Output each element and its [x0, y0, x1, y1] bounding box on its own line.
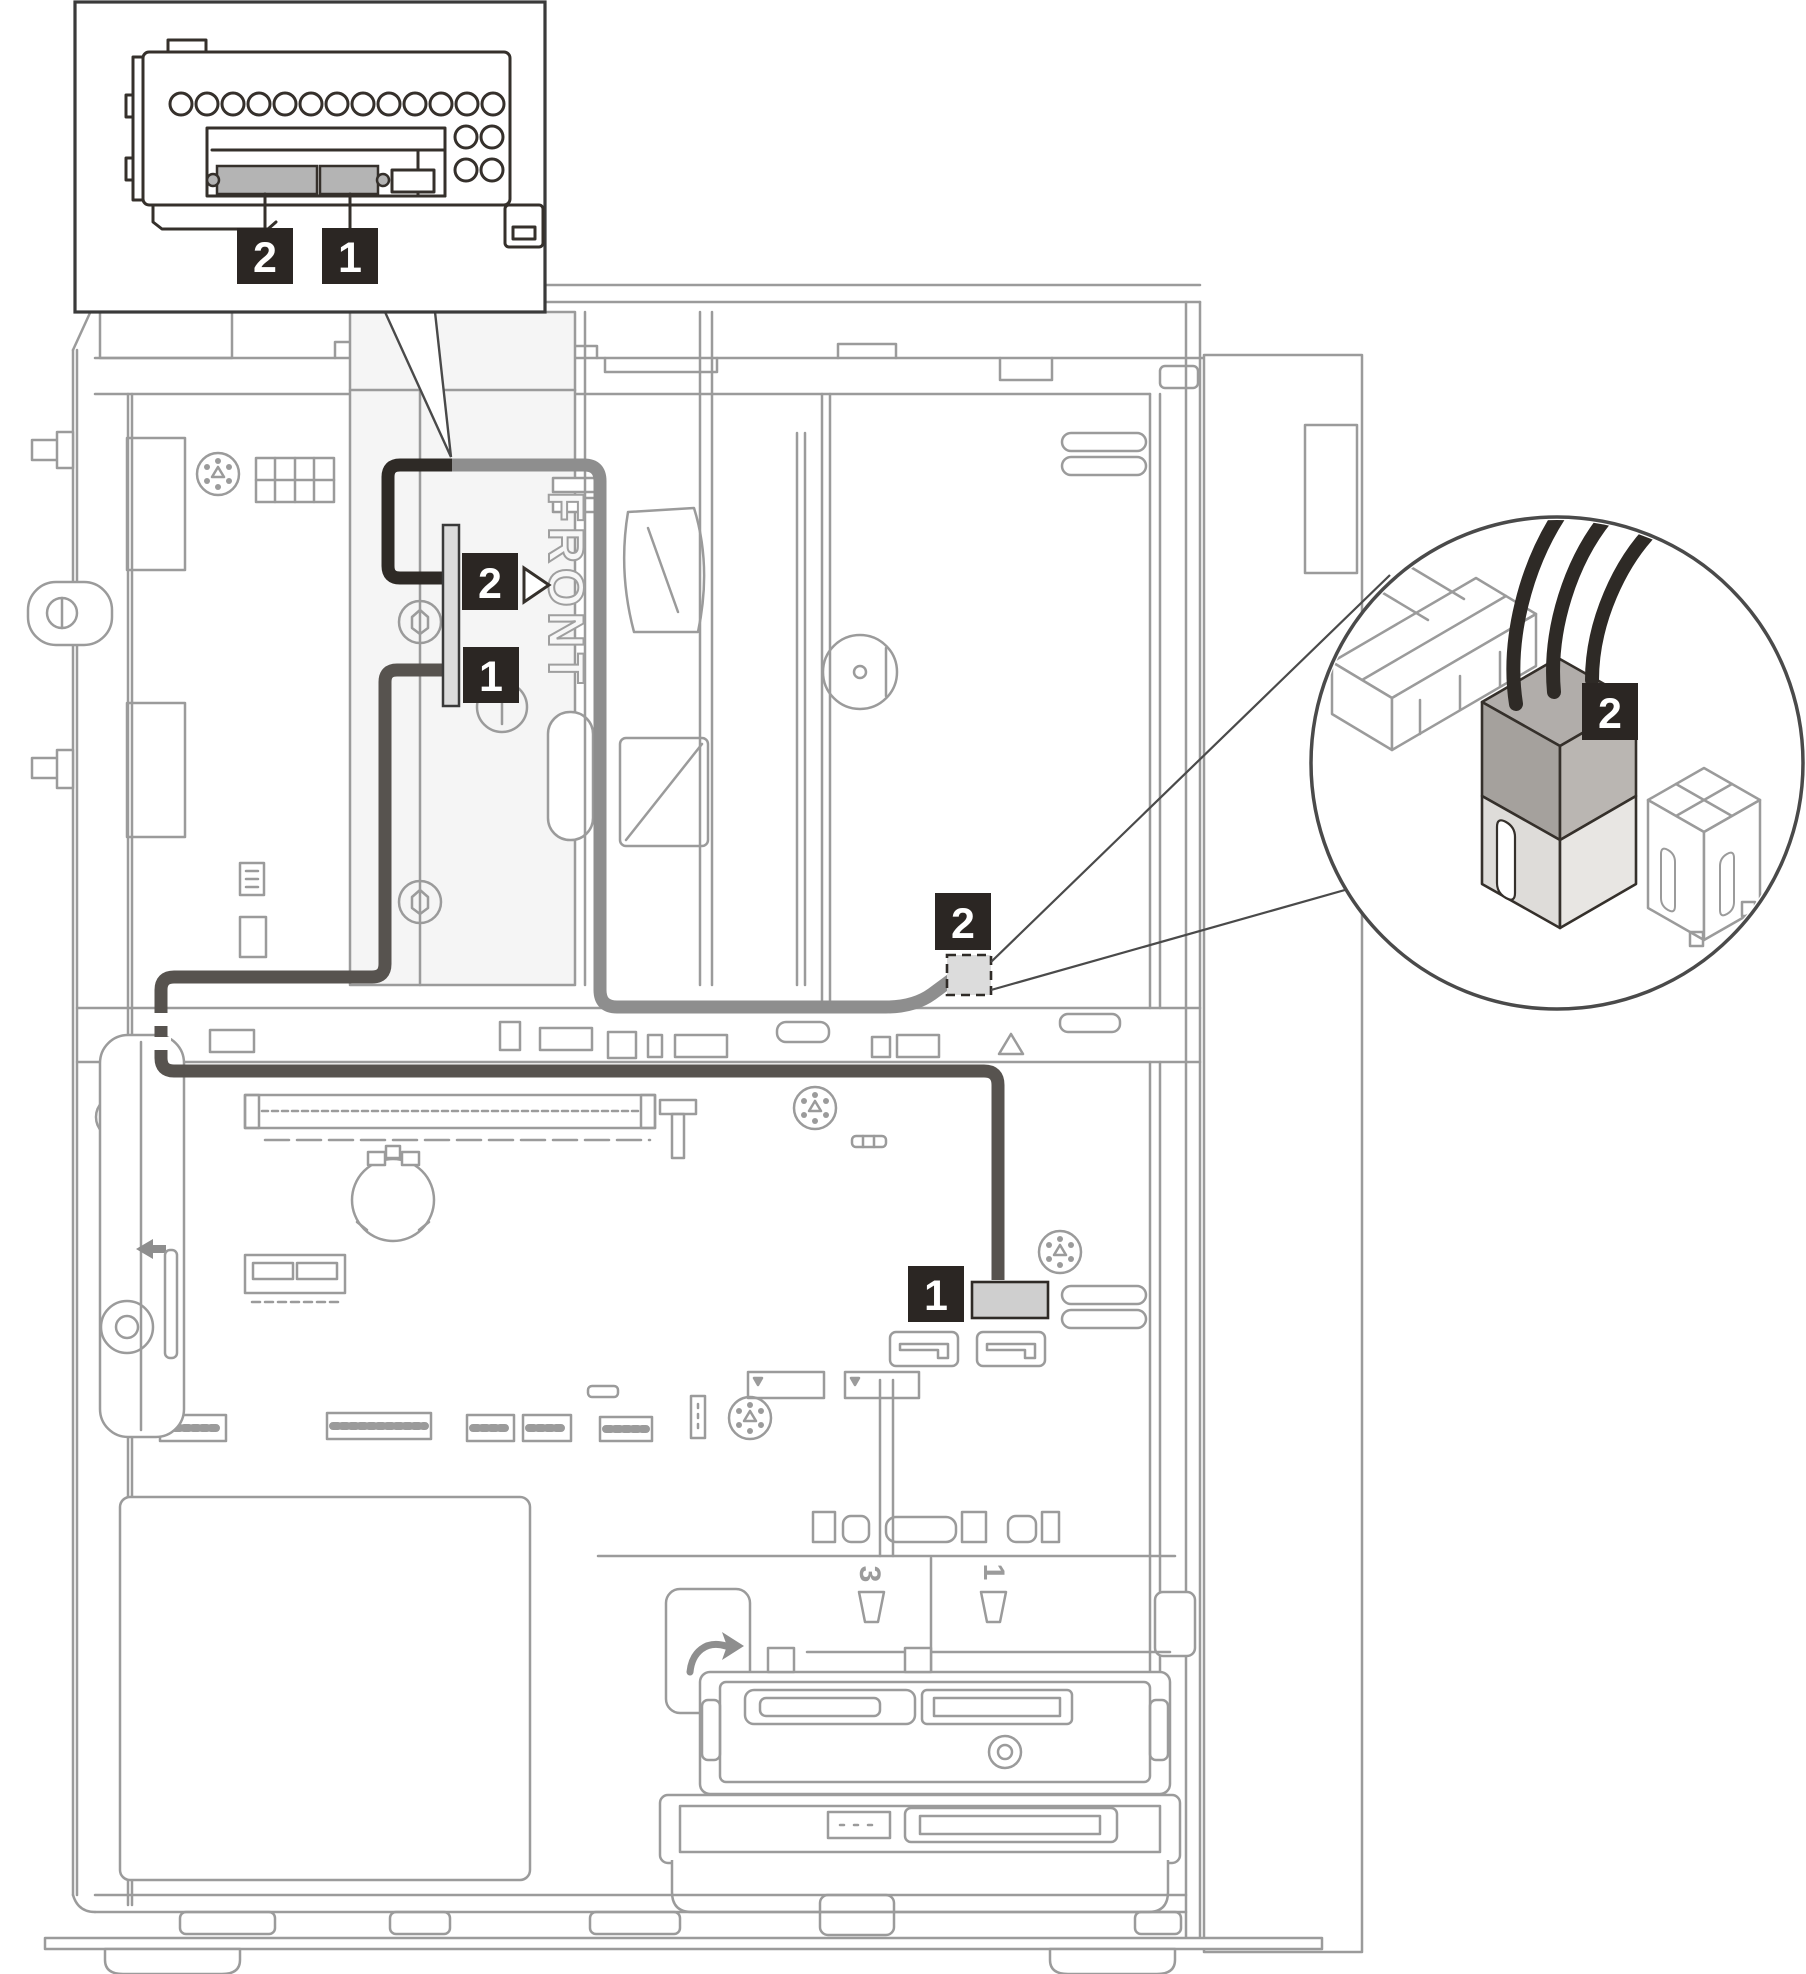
odd-jumper-block-rear	[390, 168, 436, 194]
chassis-foot	[1048, 1947, 1177, 1974]
callout-label: 2	[253, 234, 277, 282]
bay-keyhole	[979, 1590, 1008, 1624]
sata-port	[888, 1330, 960, 1368]
callout-label: 1	[924, 1272, 948, 1320]
odd-power-cable	[452, 458, 955, 1014]
m2-connector	[746, 1370, 921, 1400]
odd-power-cable-upper	[381, 458, 452, 585]
sata-port	[975, 1330, 1047, 1368]
front-panel-header	[243, 1253, 347, 1304]
fan-header	[238, 915, 268, 959]
cable-behind-beam-gap	[151, 1013, 171, 1026]
chassis-side-lug	[30, 748, 75, 790]
power-plug-wires	[1506, 520, 1661, 711]
power-supply-unit	[118, 1495, 532, 1882]
front-direction-arrow	[522, 565, 552, 605]
odd-connector-strip	[441, 523, 461, 708]
callout-label: 2	[1598, 690, 1622, 738]
beam-cutouts	[208, 1012, 1122, 1060]
fan-hub	[821, 633, 899, 711]
fdd-4pin-connector	[1646, 766, 1762, 948]
cmos-battery	[350, 1144, 436, 1243]
psu-8pin-connector	[1330, 561, 1538, 752]
curved-arrow-icon	[686, 1641, 730, 1676]
side-panel-handle	[1303, 423, 1359, 575]
callout-label: 1	[479, 653, 503, 701]
callout-badge	[1582, 683, 1638, 740]
drive-tray-3-5	[658, 1793, 1182, 1914]
chassis-outline: FRONT	[26, 283, 1364, 1974]
drive-tray-2-5	[698, 1646, 1172, 1796]
cage-vent-slot	[546, 710, 595, 842]
cables	[151, 458, 1005, 1280]
callout-badge	[935, 893, 991, 950]
hdd-jumper-block	[826, 1810, 892, 1840]
screw-grommet-icon	[1037, 1229, 1083, 1275]
left-arrow-icon	[136, 1239, 166, 1259]
clear-cmos-jumper	[689, 1394, 707, 1440]
bay-number-1: 1	[977, 1564, 1010, 1581]
screw-grommet-icon	[727, 1395, 773, 1441]
jumper-block	[238, 861, 266, 897]
chassis-base	[43, 1936, 1324, 1951]
odd-sata-connector-rear	[318, 164, 380, 196]
front-marking: FRONT	[538, 491, 594, 688]
optical-drive-inset: 2 1	[73, 0, 547, 314]
atx-8pin-connector	[254, 456, 336, 504]
callout-badge	[463, 647, 519, 703]
magnifier-leader-lines	[990, 574, 1391, 992]
callout-label: 2	[478, 560, 502, 608]
card-retention-bracket	[98, 1033, 186, 1439]
callout-badge	[322, 228, 378, 284]
screw-grommet-icon	[792, 1085, 838, 1131]
padlock-loop	[26, 580, 114, 647]
callout-label: 1	[338, 234, 362, 282]
bay-keyhole	[857, 1590, 886, 1624]
usb-header	[850, 1134, 888, 1149]
chassis-foot	[103, 1947, 242, 1974]
sata-connector	[970, 1280, 1050, 1320]
callout-badge	[462, 553, 518, 610]
odd-sata-cable	[154, 663, 1005, 1280]
chassis-tab-row	[811, 1510, 1061, 1544]
pcie-x16-slot	[243, 1093, 698, 1160]
callout-badge	[237, 228, 293, 284]
callout-badge	[908, 1266, 964, 1322]
callout-label: 2	[951, 900, 975, 948]
chassis-side-lug	[30, 430, 75, 470]
odd-power-connector	[945, 953, 993, 997]
header-row	[158, 1384, 654, 1443]
cable-behind-beam-gap	[151, 1037, 171, 1050]
cage-callouts: 2 1	[462, 553, 552, 703]
odd-power-connector-rear	[215, 164, 319, 196]
bay-number-3: 3	[853, 1566, 886, 1583]
bottom-tabs	[178, 1893, 1183, 1937]
vent-holes	[168, 91, 506, 183]
side-panel	[1202, 353, 1364, 1954]
screw-grommet-icon	[195, 451, 241, 497]
